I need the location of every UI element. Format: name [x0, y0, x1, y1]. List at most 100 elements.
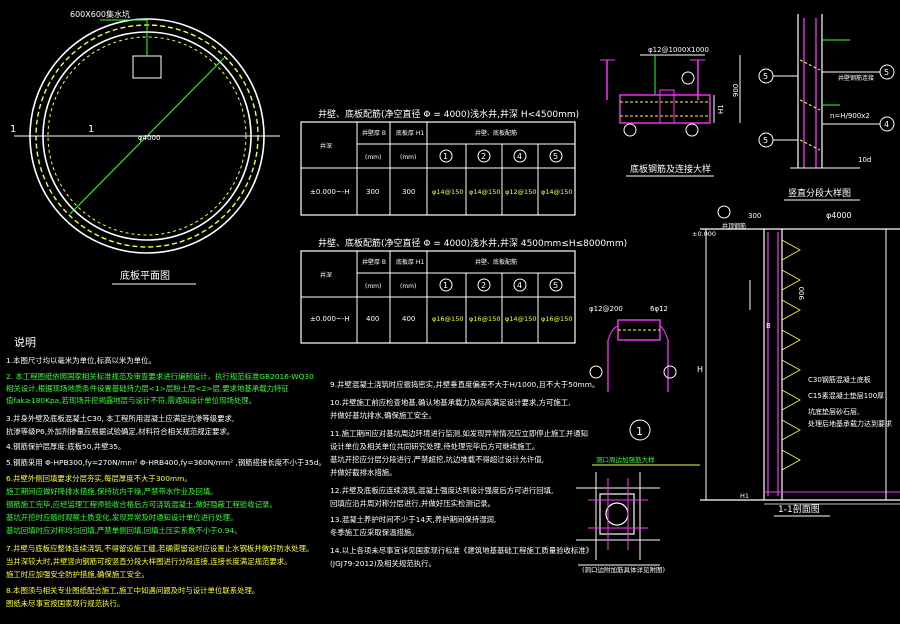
t1-h-bars: 井壁、底板配筋	[475, 129, 517, 137]
t1-depth: ±0.000~-H	[310, 188, 350, 196]
section-1-1: 300 φ4000 ±0.000 井顶钢筋 H 900 B H1 C30钢筋混凝…	[692, 205, 900, 517]
wall-callout-4: 4	[884, 120, 889, 129]
t2-h1: 400	[402, 315, 415, 323]
note-left-line: 施工时应加强安全防护措施,确保施工安全。	[6, 570, 149, 579]
base-label-top: φ12@1000X1000	[648, 46, 709, 54]
sec-h: H	[697, 365, 703, 374]
t1-bar1: φ14@150	[432, 188, 463, 196]
note-right-line: 回填应沿井周对称分层进行,并做好压实检测记录。	[330, 499, 495, 508]
note-left-line: 4.钢筋保护层厚度:底板50,井壁35。	[6, 442, 126, 451]
ring-mark: 1	[636, 425, 643, 438]
note-left-line: 7.井壁与底板应整体连续浇筑,不得留设施工缝,若确需留设时应设置止水钢板并做好防…	[6, 544, 314, 553]
base-slab-detail: φ12@1000X1000 H1 900 底板钢筋及连接大样	[600, 46, 741, 177]
note-left-line: 3.井身外壁及底板混凝土C30, 本工程所用混凝土应满足抗渗等级要求,	[6, 414, 235, 423]
note-left-line: 2. 本工程图纸依照国家相关标准规范及审查要求进行编制设计，执行规范标准GB20…	[6, 372, 314, 381]
note-right-line: 并做好截排水措施。	[330, 468, 397, 477]
section-mark-right: 1	[88, 124, 94, 135]
note-left-line: 值fak≥180Kpa,若现场开挖揭露地层与设计不符,需通知设计单位现场处理。	[6, 396, 257, 405]
wall-callout-3: 5	[884, 68, 889, 77]
t2-depth: ±0.000~-H	[310, 315, 350, 323]
t1-h-h1: 底板厚 H1	[396, 129, 424, 137]
sec-top-dim: 300	[748, 212, 761, 220]
t2-bar4: φ16@150	[541, 315, 572, 323]
t2-b: 400	[366, 315, 379, 323]
t2-c4: 4	[517, 281, 522, 290]
ring-label-right: 6φ12	[650, 305, 668, 313]
t2-bar3: φ14@150	[505, 315, 536, 323]
t1-h-depth: 井深	[320, 142, 332, 150]
sec-note4: 处理后地基承载力达到要求	[808, 419, 892, 428]
table-2: 井壁、底板配筋(净空直径 Φ = 4000)浅水井,井深 4500mm≤H≤80…	[300, 237, 627, 344]
note-left-line: 施工期间应做好降排水措施,保持坑内干燥,严禁带水作业及回填。	[6, 487, 218, 496]
t1-c1: 1	[443, 152, 448, 161]
base-slab-block	[619, 94, 711, 124]
t2-unit-b: (mm)	[365, 283, 381, 290]
t1-c5: 5	[553, 152, 558, 161]
note-right-line: 12.井壁及底板应连续浇筑,混凝土强度达到设计强度后方可进行回填,	[330, 486, 554, 495]
sec-diameter: φ4000	[826, 211, 852, 220]
ring-label-left: φ12@200	[589, 305, 623, 313]
t2-unit-h1: (mm)	[400, 283, 416, 290]
sec-b: B	[766, 322, 771, 330]
wall-callout-1: 5	[763, 72, 768, 81]
sec-note1: C30钢筋混凝土底板	[808, 375, 871, 384]
sec-900: 900	[798, 287, 806, 300]
note-left-line: 基坑回填时应对称均匀回填,严禁单侧回填,回填土压实系数不小于0.94。	[6, 526, 242, 535]
wall-label-n: n=H/900x2	[830, 112, 870, 120]
wall-label-joint: 井壁钢筋连接	[838, 74, 874, 82]
sump-tag: 600X600集水坑	[70, 9, 130, 19]
t1-b: 300	[366, 188, 379, 196]
t2-h-b: 井壁厚 B	[362, 258, 386, 266]
base-h1: H1	[717, 104, 725, 114]
base-dim: 900	[732, 84, 740, 97]
t1-unit-b: (mm)	[365, 154, 381, 161]
wall-callout-2: 5	[763, 136, 768, 145]
plan-view: 600X600集水坑 φ4000 1 1 底板平面图	[10, 9, 280, 285]
plan-caption: 底板平面图	[120, 269, 170, 282]
note-left-line: 1.本图尺寸均以毫米为单位,标高以米为单位。	[6, 356, 156, 365]
t1-c4: 4	[517, 152, 522, 161]
wall-detail: 5 5 5 4 井壁钢筋连接 n=H/900x2 10d 竖直分段大样图	[758, 14, 895, 201]
note-left-line: 相关设计,根据现场地质条件设置基础持力层<1>层粉土层<2>层,要求地基承载力特…	[6, 384, 289, 393]
note-left-line: 6.井壁外侧回填要求分层夯实,每层厚度不大于300mm。	[6, 474, 192, 483]
t2-bar1: φ16@150	[432, 315, 463, 323]
t1-unit-h1: (mm)	[400, 154, 416, 161]
sec-caption: 1-1剖面图	[778, 503, 820, 515]
t2-c2: 2	[481, 281, 486, 290]
hole-detail: 洞口周边加强筋大样 (洞口边附加筋具体详见附图)	[576, 455, 700, 574]
hole-caption: (洞口边附加筋具体详见附图)	[582, 565, 665, 574]
t1-c2: 2	[481, 152, 486, 161]
t1-h-b: 井壁厚 B	[362, 129, 386, 137]
t2-bar2: φ16@150	[469, 315, 500, 323]
plan-diameter-label: φ4000	[138, 134, 160, 142]
wall-label-10d: 10d	[858, 156, 871, 164]
note-left-line: 抗渗等级P6,外加剂掺量应根据试验确定,材料符合相关规范规定要求。	[6, 427, 235, 436]
note-left-line: 图纸未尽事宜按国家现行规范执行。	[6, 599, 125, 608]
hole-label: 洞口周边加强筋大样	[596, 455, 655, 464]
note-left-line: 基坑开挖时应随时观察土质变化,发现异常及时通知设计单位进行处理。	[6, 513, 238, 522]
sec-level: ±0.000	[692, 230, 716, 238]
sec-note2: C15素混凝土垫层100厚	[808, 391, 884, 400]
t1-bar2: φ14@150	[469, 188, 500, 196]
note-right-line: 9.井壁混凝土浇筑时应振捣密实,井壁垂直度偏差不大于H/1000,且不大于50m…	[330, 380, 600, 389]
sec-note3: 坑底垫层砂石层,	[808, 407, 859, 416]
note-right-line: 冬季施工应采取保温措施。	[330, 528, 419, 537]
note-right-line: 基坑开挖应分层分段进行,严禁超挖,坑边堆载不得超过设计允许值,	[330, 455, 544, 464]
notes-block: 1.本图尺寸均以毫米为单位,标高以米为单位。 2. 本工程图纸依照国家相关标准规范…	[4, 334, 599, 624]
t2-c1: 1	[443, 281, 448, 290]
t2-h-bars: 井壁、底板配筋	[475, 258, 517, 266]
table-1: 井壁、底板配筋(净空直径 Φ = 4000)浅水井,井深 H<4500mm) 井…	[300, 108, 579, 216]
section-mark-left: 1	[10, 124, 16, 135]
note-right-line: 13.混凝土养护时间不少于14天,养护期间保持湿润,	[330, 515, 497, 524]
sump-pit	[132, 55, 162, 79]
note-left-line: 8.本图须与相关专业图纸配合施工,施工中如遇问题及时与设计单位联系处理。	[6, 586, 260, 595]
t2-h-h1: 底板厚 H1	[396, 258, 424, 266]
note-right-line: 14.以上各项未尽事宜详见国家现行标准《建筑地基基础工程施工质量验收标准》	[330, 546, 594, 555]
note-right-line: (JGJ79-2012)及相关规范执行。	[330, 559, 436, 568]
wall-caption: 竖直分段大样图	[788, 187, 851, 199]
note-right-line: 10.井壁施工前应检查地基,确认地基承载力及标高满足设计要求,方可施工,	[330, 398, 571, 407]
t2-c5: 5	[553, 281, 558, 290]
t1-bar4: φ14@150	[541, 188, 572, 196]
table2-title: 井壁、底板配筋(净空直径 Φ = 4000)浅水井,井深 4500mm≤H≤80…	[318, 237, 627, 249]
